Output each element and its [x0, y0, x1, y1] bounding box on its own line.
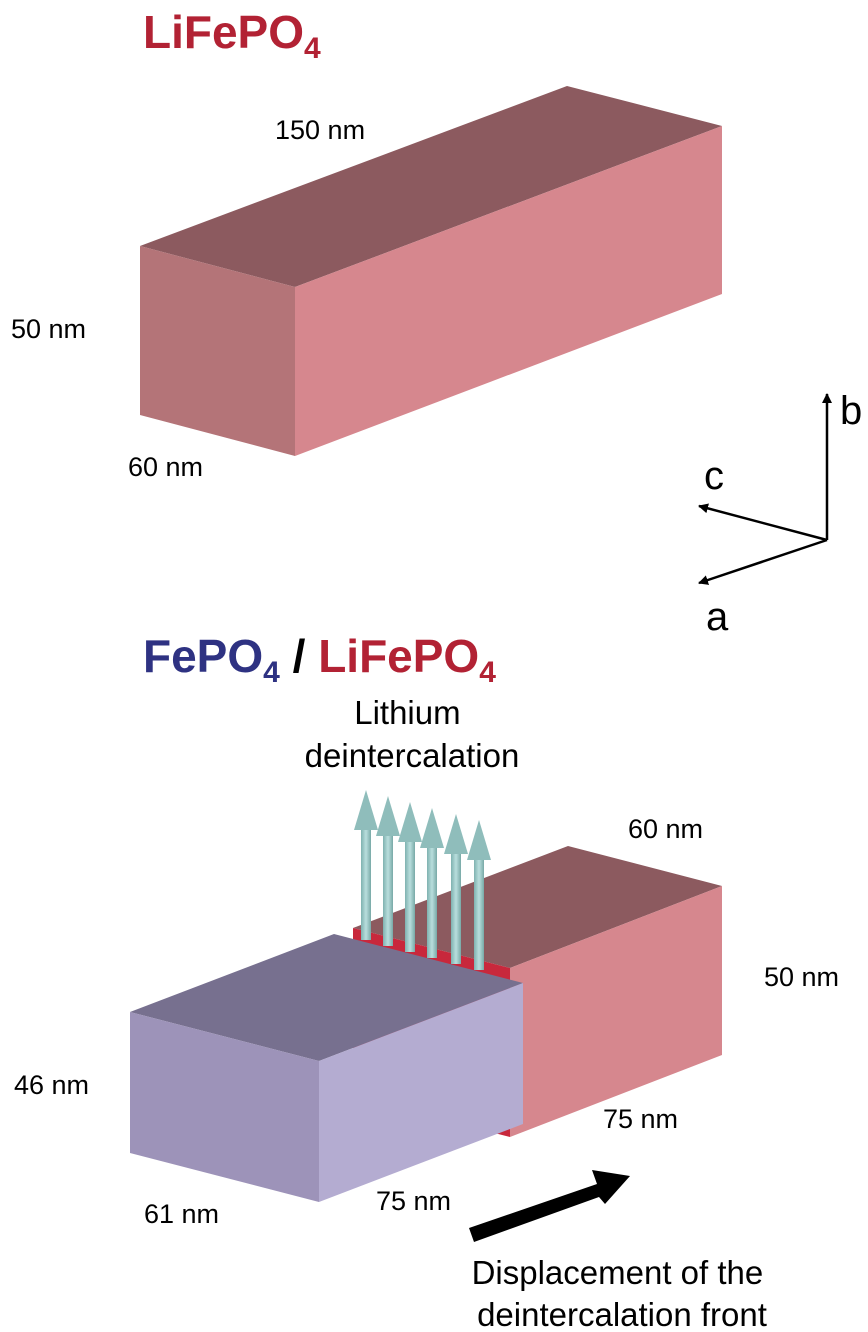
- fepo4-top-face: [130, 934, 523, 1061]
- depth-label: 60 nm: [128, 452, 203, 482]
- lithium-deintercalation-label: Lithium deintercalation: [305, 694, 520, 774]
- lifepo4-side-face: [295, 126, 722, 456]
- axis-c-arrow: [698, 503, 828, 542]
- axis-c-label: c: [704, 454, 724, 498]
- lithium-arrow: [398, 802, 422, 952]
- displacement-label: Displacement of the deintercalation fron…: [472, 1254, 773, 1332]
- lifepo4-block-top-face: [353, 846, 722, 968]
- lifepo4-block-height-label: 50 nm: [764, 962, 839, 992]
- lifepo4-crystal-box: [140, 86, 722, 456]
- fepo4-height-label: 46 nm: [14, 1070, 89, 1100]
- lifepo4-front-face: [140, 246, 295, 456]
- lifepo4-block-length-label: 75 nm: [603, 1104, 678, 1134]
- fepo4-front-face: [130, 1012, 319, 1202]
- fepo4-depth-label: 61 nm: [144, 1199, 219, 1229]
- axis-b-label: b: [840, 389, 862, 433]
- lithium-arrow: [354, 790, 378, 940]
- lithium-arrows: [354, 790, 491, 970]
- displacement-arrow: [469, 1170, 630, 1242]
- crystal-axes: b c a: [698, 389, 862, 639]
- two-phase-title: FePO4 / LiFePO4: [143, 630, 496, 689]
- lithium-arrow: [376, 796, 400, 946]
- lifepo4-block-depth-label: 60 nm: [628, 814, 703, 844]
- lifepo4-title: LiFePO4: [143, 6, 321, 65]
- length-label: 150 nm: [275, 115, 365, 145]
- lifepo4-block: [353, 846, 722, 1137]
- fepo4-block: [130, 934, 523, 1202]
- lifepo4-block-side-face: [510, 886, 722, 1137]
- axis-a-arrow: [698, 538, 828, 585]
- fepo4-side-face: [319, 983, 523, 1202]
- lithium-arrow: [444, 814, 468, 964]
- fepo4-length-label: 75 nm: [376, 1186, 451, 1216]
- axis-a-label: a: [706, 595, 729, 639]
- fepo4-title: FePO: [143, 630, 263, 682]
- height-label: 50 nm: [11, 314, 86, 344]
- lithium-arrow: [420, 808, 444, 958]
- lithium-arrow: [467, 820, 491, 970]
- lifepo4-top-face: [140, 86, 722, 287]
